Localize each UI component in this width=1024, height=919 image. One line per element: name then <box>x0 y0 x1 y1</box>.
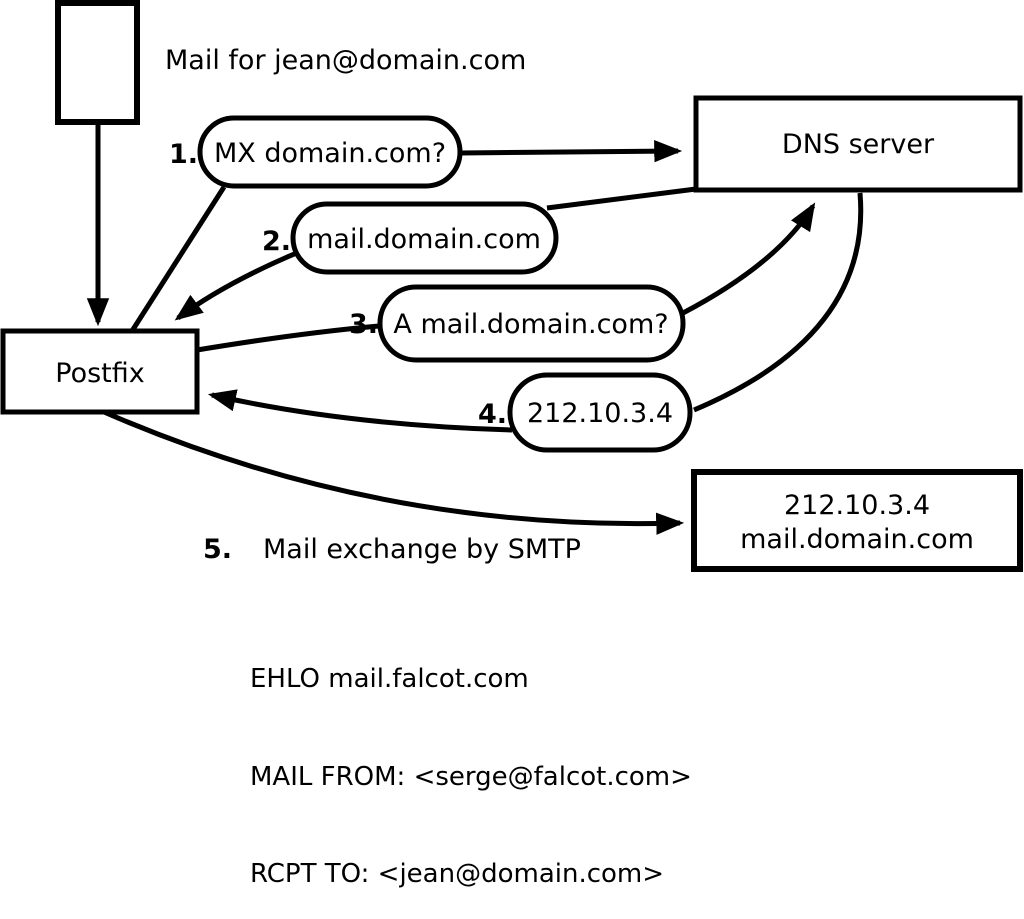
mail-server-ip: 212.10.3.4 <box>784 490 930 521</box>
step3-number: 3. <box>349 309 378 340</box>
bubble-mx-query-label: MX domain.com? <box>214 138 446 169</box>
arrow-reply2-to-postfix <box>174 249 300 321</box>
line-dns-to-reply4 <box>693 192 864 413</box>
mail-server-box <box>691 469 1023 572</box>
postfix-label: Postfix <box>55 358 144 389</box>
bubble-mx-answer-label: mail.domain.com <box>307 224 541 255</box>
mail-server-hostname: mail.domain.com <box>740 524 974 555</box>
postfix-box <box>0 328 200 415</box>
smtp-line-mail-from: MAIL FROM: <serge@falcot.com> <box>250 761 692 792</box>
bubble-a-answer <box>507 372 693 453</box>
message-box <box>55 0 140 125</box>
line-postfix-to-query3 <box>196 323 380 353</box>
bubble-a-query-label: A mail.domain.com? <box>393 309 668 340</box>
step2-number: 2. <box>262 226 291 257</box>
smtp-line-rcpt-to: RCPT TO: <jean@domain.com> <box>250 859 665 889</box>
arrow-postfix-to-mailserver-smtp <box>103 409 685 535</box>
dns-server-label: DNS server <box>782 129 935 160</box>
arrow-reply4-to-postfix <box>207 389 513 433</box>
step5-label: Mail exchange by SMTP <box>263 534 581 565</box>
step1-number: 1. <box>169 139 198 170</box>
bubble-a-query <box>377 284 686 363</box>
smtp-line-ehlo: EHLO mail.falcot.com <box>250 664 529 694</box>
line-postfix-to-query1 <box>129 185 227 333</box>
step4-number: 4. <box>478 399 507 430</box>
arrow-query3-to-dns <box>681 202 816 316</box>
step5-number: 5. <box>203 534 232 565</box>
smtp-session-transcript: EHLO mail.falcot.com MAIL FROM: <serge@f… <box>250 598 692 919</box>
dns-server-box <box>693 95 1023 193</box>
diagram-title: Mail for jean@domain.com <box>165 45 526 76</box>
bubble-a-answer-label: 212.10.3.4 <box>527 398 673 429</box>
line-dns-to-reply2 <box>546 186 697 211</box>
arrow-query1-to-dns <box>459 140 683 163</box>
bubble-mx-answer <box>290 201 559 275</box>
bubble-mx-query <box>197 115 463 189</box>
